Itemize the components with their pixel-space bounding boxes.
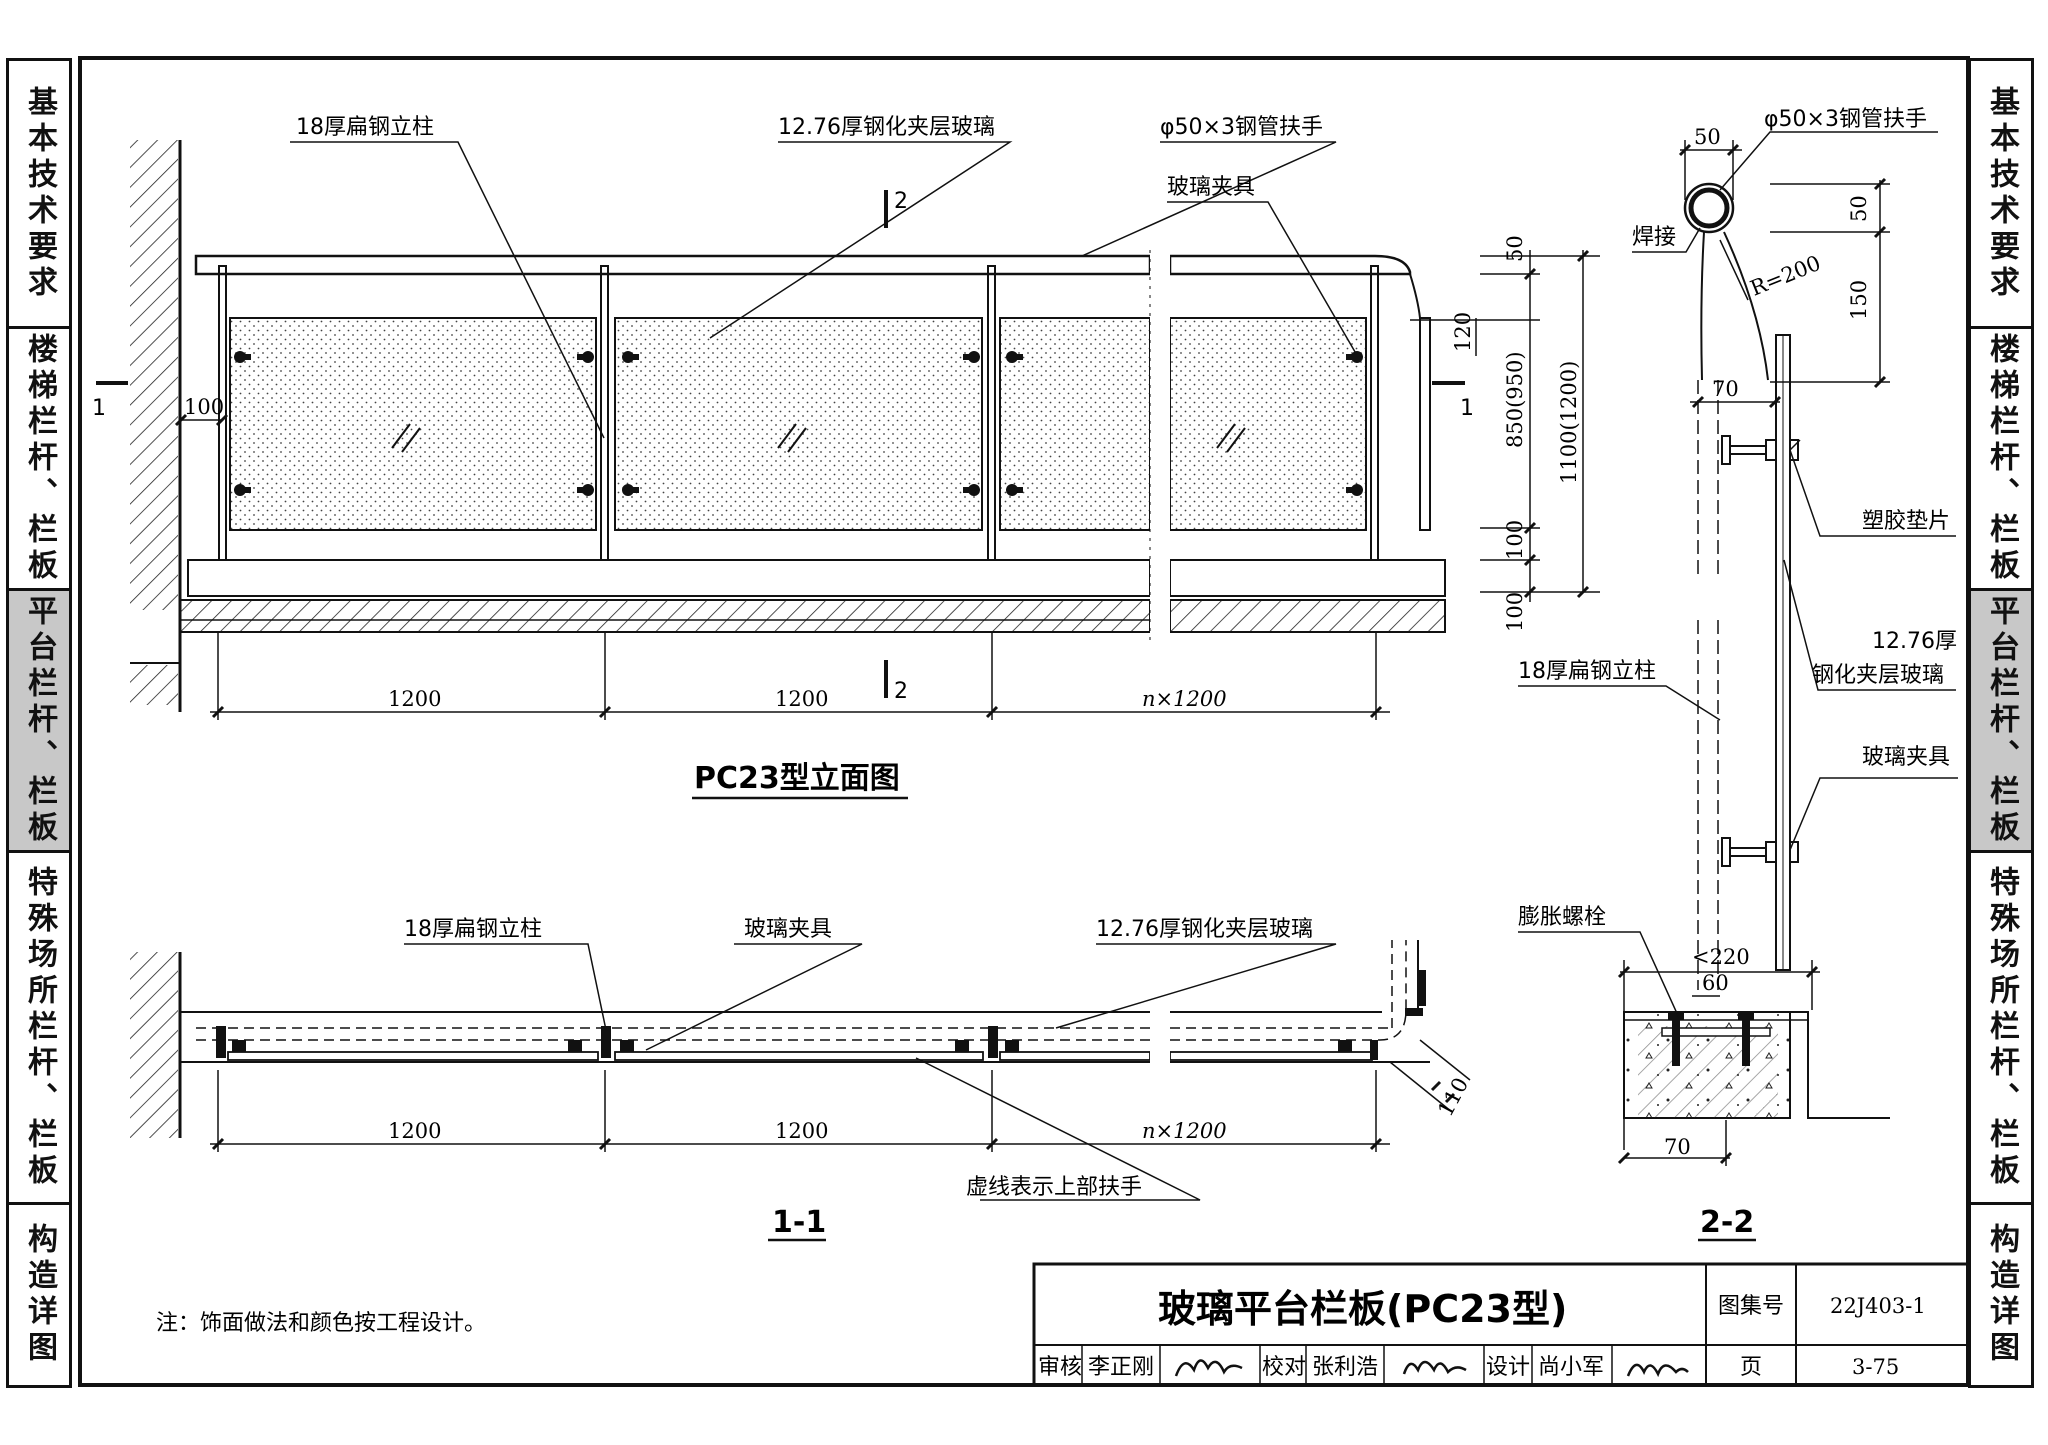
cut-marker-2: 2 xyxy=(894,189,908,214)
dim-1200: 1200 xyxy=(775,687,828,711)
label-clamp: 玻璃夹具 xyxy=(1862,745,1950,770)
label-glass: 12.76厚 xyxy=(1872,629,1957,654)
bottom-rail xyxy=(187,559,1151,597)
label-bolt: 膨胀螺栓 xyxy=(1518,905,1606,930)
dim-50: 50 xyxy=(1503,235,1527,262)
tab-platform-railings-right[interactable]: 平台栏杆、栏板 xyxy=(1971,591,2031,853)
dim-850: 850(950) xyxy=(1503,351,1527,448)
handrail xyxy=(194,254,1152,276)
label-dashed-handrail: 虚线表示上部扶手 xyxy=(966,1175,1142,1200)
dim-1200: 1200 xyxy=(388,1119,441,1143)
tab-platform-railings[interactable]: 平台栏杆、栏板 xyxy=(9,591,69,853)
dim-50: 50 xyxy=(1847,195,1871,222)
dim-100: 100 xyxy=(184,395,224,419)
sheet-title: 玻璃平台栏板(PC23型) xyxy=(1158,1287,1567,1331)
dim-100: 100 xyxy=(1503,592,1527,632)
section-2-2-title: 2-2 xyxy=(1700,1205,1754,1240)
cut-marker-1: 1 xyxy=(92,396,106,421)
label-post: 18厚扁钢立柱 xyxy=(1518,659,1656,684)
label-weld: 焊接 xyxy=(1632,225,1676,250)
page-label: 页 xyxy=(1740,1355,1762,1380)
glass-marks xyxy=(391,423,1246,453)
dim-n-1200: n×1200 xyxy=(1142,687,1227,711)
signature-reviewer xyxy=(1174,1359,1243,1377)
signature-checker xyxy=(1402,1360,1467,1375)
post xyxy=(600,265,609,561)
section-2-2-view: 50 50 150 R=200 70 <220 60 70 φ50×3钢管扶手 … xyxy=(1518,107,1958,1242)
label-handrail: φ50×3钢管扶手 xyxy=(1160,115,1323,140)
glass-panel xyxy=(999,317,1151,531)
page-number: 3-75 xyxy=(1852,1355,1899,1379)
dim-220: <220 xyxy=(1692,945,1750,969)
elevation-view: 1 1 2 2 18厚扁钢立柱 12.76厚钢化夹层玻璃 φ50×3钢管扶手 玻… xyxy=(92,115,1600,800)
note-text: 注：饰面做法和颜色按工程设计。 xyxy=(156,1311,486,1336)
dim-150: 150 xyxy=(1847,280,1871,320)
dim-70: 70 xyxy=(1712,377,1739,401)
dim-60: 60 xyxy=(1702,971,1729,995)
glass-panel xyxy=(229,317,597,531)
dim-120: 120 xyxy=(1451,312,1475,352)
floor-slab xyxy=(179,599,1151,633)
label-post: 18厚扁钢立柱 xyxy=(296,115,434,140)
elevation-title: PC23型立面图 xyxy=(694,761,900,796)
design-label: 设计 xyxy=(1486,1355,1530,1380)
section-1-1-title: 1-1 xyxy=(772,1205,826,1240)
label-clamp: 玻璃夹具 xyxy=(1167,175,1255,200)
check-label: 校对 xyxy=(1262,1355,1306,1380)
dim-radius: R=200 xyxy=(1747,251,1824,301)
tab-special-railings-right[interactable]: 特殊场所栏杆、栏板 xyxy=(1971,853,2031,1205)
tab-construction-details[interactable]: 构造详图 xyxy=(22,1223,57,1367)
label-handrail: φ50×3钢管扶手 xyxy=(1764,107,1927,132)
checker-name: 张利浩 xyxy=(1312,1355,1378,1380)
label-pad: 塑胶垫片 xyxy=(1862,509,1950,534)
post xyxy=(987,265,996,561)
dim-1200: 1200 xyxy=(775,1119,828,1143)
sheet-border xyxy=(78,56,1970,1387)
tab-stair-railings[interactable]: 楼梯栏杆、栏板 xyxy=(9,329,69,591)
glass-panel xyxy=(614,317,983,531)
designer-name: 尚小军 xyxy=(1538,1355,1604,1380)
post xyxy=(218,265,227,561)
atlas-label: 图集号 xyxy=(1718,1294,1784,1319)
section-1-1-view: 1200 1200 n×1200 110 18厚扁钢立柱 玻璃夹具 12.76厚… xyxy=(130,917,1473,1242)
tab-special-railings[interactable]: 特殊场所栏杆、栏板 xyxy=(9,853,69,1205)
signature-designer xyxy=(1626,1363,1689,1378)
tab-construction-details-right[interactable]: 构造详图 xyxy=(1984,1223,2019,1367)
elevation-dim-lines xyxy=(182,419,1390,720)
dim-70: 70 xyxy=(1664,1135,1691,1159)
dim-110: 110 xyxy=(1433,1074,1473,1121)
dim-n-1200: n×1200 xyxy=(1142,1119,1227,1143)
atlas-number: 22J403-1 xyxy=(1830,1294,1926,1318)
reviewer-name: 李正刚 xyxy=(1088,1355,1154,1380)
label-glass: 12.76厚钢化夹层玻璃 xyxy=(778,115,995,140)
label-post: 18厚扁钢立柱 xyxy=(404,917,542,942)
dim-100: 100 xyxy=(1503,520,1527,560)
dim-1200: 1200 xyxy=(388,687,441,711)
left-tab-strip: 基本技术要求 楼梯栏杆、栏板 平台栏杆、栏板 特殊场所栏杆、栏板 构造详图 xyxy=(6,58,72,1388)
label-glass: 12.76厚钢化夹层玻璃 xyxy=(1096,917,1313,942)
dim-50: 50 xyxy=(1694,125,1721,149)
handrail-tube xyxy=(1683,182,1735,234)
tab-basic-requirements[interactable]: 基本技术要求 xyxy=(9,61,69,329)
tab-basic-requirements-right[interactable]: 基本技术要求 xyxy=(1971,61,2031,329)
review-label: 审核 xyxy=(1038,1355,1082,1380)
clamps xyxy=(234,351,1363,496)
elevation-leaders xyxy=(290,141,1359,439)
cut-marker-2: 2 xyxy=(894,679,908,704)
glass-panel xyxy=(1169,317,1367,531)
post xyxy=(1370,265,1379,561)
label-clamp: 玻璃夹具 xyxy=(744,917,832,942)
title-block: 玻璃平台栏板(PC23型) 图集号 22J403-1 页 3-75 审核 李正刚… xyxy=(1032,1262,1970,1387)
label-glass: 钢化夹层玻璃 xyxy=(1812,663,1944,688)
cut-marker-1: 1 xyxy=(1460,396,1474,421)
wall-hatch xyxy=(130,140,178,610)
dim-1100: 1100(1200) xyxy=(1557,361,1581,484)
tab-stair-railings-right[interactable]: 楼梯栏杆、栏板 xyxy=(1971,329,2031,591)
